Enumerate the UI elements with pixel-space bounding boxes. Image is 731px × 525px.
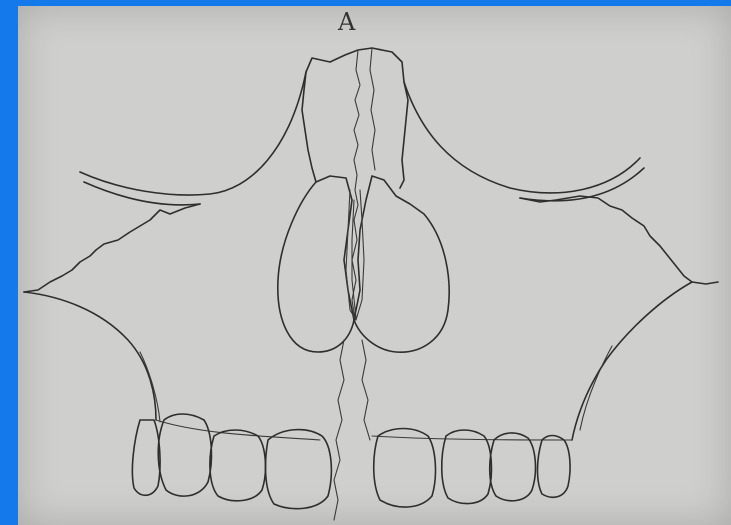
right-tooth-premolar-2 bbox=[490, 433, 536, 501]
nasal-septum bbox=[346, 190, 364, 320]
right-tooth-incisor bbox=[374, 429, 436, 508]
right-tooth-molar bbox=[538, 436, 571, 498]
left-tooth-molar bbox=[132, 420, 160, 495]
nasal-bone-outline bbox=[306, 48, 408, 188]
left-zygomatic-arc-upper bbox=[80, 72, 306, 195]
left-tooth-incisor bbox=[266, 430, 332, 509]
nasal-suture-right bbox=[370, 48, 375, 170]
intermaxillary-suture-left bbox=[334, 340, 344, 520]
nasal-bone-left-edge bbox=[302, 72, 316, 182]
right-maxilla-side bbox=[572, 282, 692, 440]
left-lateral-outline bbox=[24, 204, 200, 292]
intermaxillary-suture-right bbox=[362, 340, 370, 440]
left-tooth-premolar-1 bbox=[158, 414, 211, 496]
left-maxilla-side bbox=[24, 292, 156, 420]
right-zygomatic-arc-upper bbox=[404, 82, 640, 193]
nasal-aperture-left bbox=[278, 176, 354, 352]
right-lateral-outline bbox=[520, 196, 718, 284]
nasal-aperture-right bbox=[354, 176, 449, 352]
left-zygomatic-arc-lower bbox=[84, 182, 200, 205]
right-tooth-premolar-1 bbox=[442, 430, 492, 504]
left-tooth-premolar-2 bbox=[210, 430, 266, 501]
